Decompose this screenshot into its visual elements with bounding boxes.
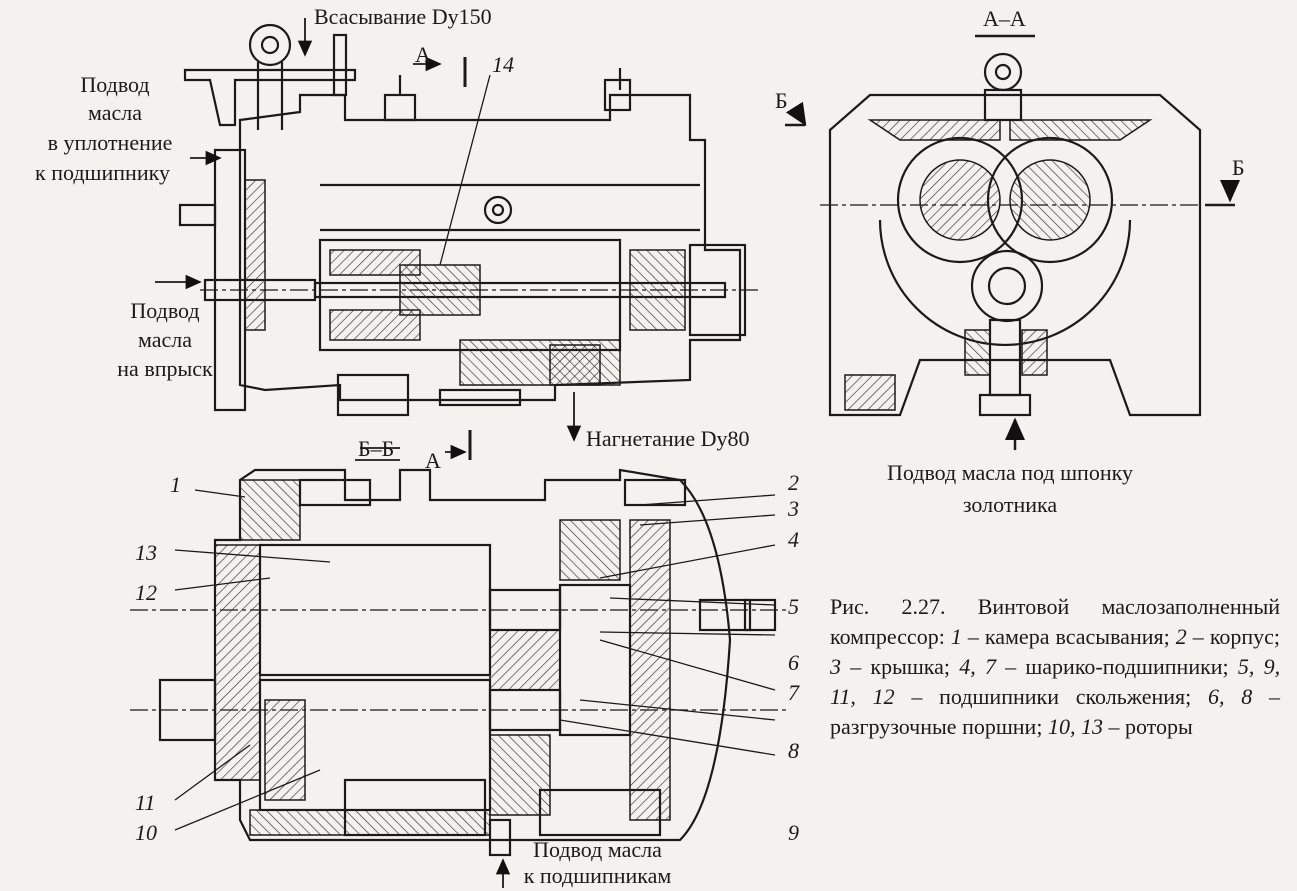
caption-item-6: 6, 8 – разгрузочные поршни; <box>830 684 1281 739</box>
callout-8: 8 <box>788 738 799 763</box>
caption-item-2: 2 – корпус; <box>1175 624 1281 649</box>
callout-10: 10 <box>135 820 157 845</box>
caption-item-4-text: шарико-подшипники; <box>1025 654 1229 679</box>
section-bb-title: Б–Б <box>358 436 395 461</box>
caption-item-3-num: 3 <box>830 654 841 679</box>
oil-bearings-label-1: Подвод масла <box>533 837 662 862</box>
caption-item-7-num: 10, 13 <box>1047 714 1103 739</box>
oil-bearings-label-2: к подшипникам <box>523 863 672 888</box>
oil-injection-label-3: на впрыск <box>117 356 213 381</box>
callout-14: 14 <box>492 52 514 77</box>
callout-13: 13 <box>135 540 157 565</box>
caption-item-3: 3 – крышка; <box>830 654 951 679</box>
callout-1: 1 <box>170 472 181 497</box>
callout-5: 5 <box>788 594 799 619</box>
caption-title: Рис. 2.27. Винтовой маслозаполненный ком… <box>830 594 1280 649</box>
caption-item-2-text: корпус; <box>1209 624 1281 649</box>
callout-7: 7 <box>788 680 799 705</box>
suction-label: Всасывание Dy150 <box>314 4 492 29</box>
caption-item-6-num: 6, 8 <box>1208 684 1253 709</box>
caption-item-3-text: крышка; <box>870 654 951 679</box>
callout-11: 11 <box>135 790 156 815</box>
section-aa-title: А–А <box>983 6 1026 31</box>
section-a-mark-bottom: А <box>425 448 441 473</box>
oil-seal-label-2: масла <box>87 100 143 125</box>
caption-item-4: 4, 7 – шарико-подшипники; <box>959 654 1229 679</box>
caption-item-7: 10, 13 – роторы <box>1047 714 1193 739</box>
oil-key-label-2: золотника <box>962 492 1058 517</box>
section-a-mark-top: А <box>415 42 431 67</box>
callout-3: 3 <box>788 496 799 521</box>
callout-12: 12 <box>135 580 157 605</box>
oil-seal-label-4: к подшипнику <box>35 160 170 185</box>
oil-injection-label-2: масла <box>137 327 193 352</box>
oil-injection-label-1: Подвод <box>130 298 200 323</box>
discharge-label: Нагнетание Dy80 <box>586 426 750 451</box>
oil-seal-label-1: Подвод <box>80 72 150 97</box>
oil-seal-label-3: в уплотнение <box>47 130 173 155</box>
figure-caption: Рис. 2.27. Винтовой маслозаполненный ком… <box>830 592 1280 742</box>
callout-9: 9 <box>788 820 799 845</box>
caption-item-5: 5, 9, 11, 12 – подшипники скольжения; <box>830 654 1281 709</box>
caption-item-6-text: разгрузочные поршни; <box>830 714 1043 739</box>
caption-item-1: 1 – камера всасывания; <box>950 624 1170 649</box>
callout-6: 6 <box>788 650 799 675</box>
section-b-mark-left: Б <box>775 88 788 113</box>
caption-item-7-text: роторы <box>1124 714 1193 739</box>
caption-item-1-num: 1 <box>950 624 962 649</box>
callout-4: 4 <box>788 527 799 552</box>
caption-item-5-text: подшипники скольжения; <box>939 684 1192 709</box>
caption-item-4-num: 4, 7 <box>959 654 996 679</box>
section-b-mark-right: Б <box>1232 155 1245 180</box>
caption-item-1-text: камера всасывания; <box>984 624 1170 649</box>
oil-key-label-1: Подвод масла под шпонку <box>887 460 1133 485</box>
caption-item-5-num: 5, 9, 11, 12 <box>830 654 1281 709</box>
caption-item-2-num: 2 <box>1175 624 1187 649</box>
callout-2: 2 <box>788 470 799 495</box>
